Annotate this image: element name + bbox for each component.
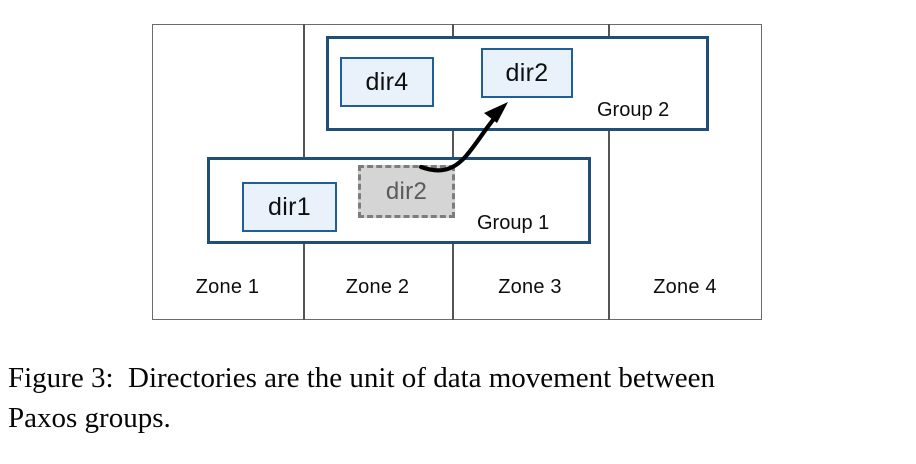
zone-divider-3 xyxy=(608,24,610,320)
directory-chip-dir2-target: dir2 xyxy=(481,48,573,98)
group-label-group-2: Group 2 xyxy=(597,99,670,121)
directory-chip-dir4: dir4 xyxy=(340,57,434,107)
zone-label-zone-4: Zone 4 xyxy=(653,276,717,298)
caption-line-2: Paxos groups. xyxy=(8,402,171,434)
directory-chip-dir1: dir1 xyxy=(242,182,337,232)
figure-caption: Figure 3: Directories are the unit of da… xyxy=(8,358,908,438)
group-label-group-1: Group 1 xyxy=(477,212,550,234)
zone-label-zone-2: Zone 2 xyxy=(345,276,410,298)
figure-canvas: Group 2 dir4 dir2 Group 1 dir1 dir2 Zone… xyxy=(152,24,762,320)
caption-line-1: Figure 3: Directories are the unit of da… xyxy=(8,362,716,394)
zone-label-zone-1: Zone 1 xyxy=(195,276,260,298)
directory-chip-dir2-source: dir2 xyxy=(358,165,455,218)
zone-label-zone-3: Zone 3 xyxy=(498,276,562,298)
